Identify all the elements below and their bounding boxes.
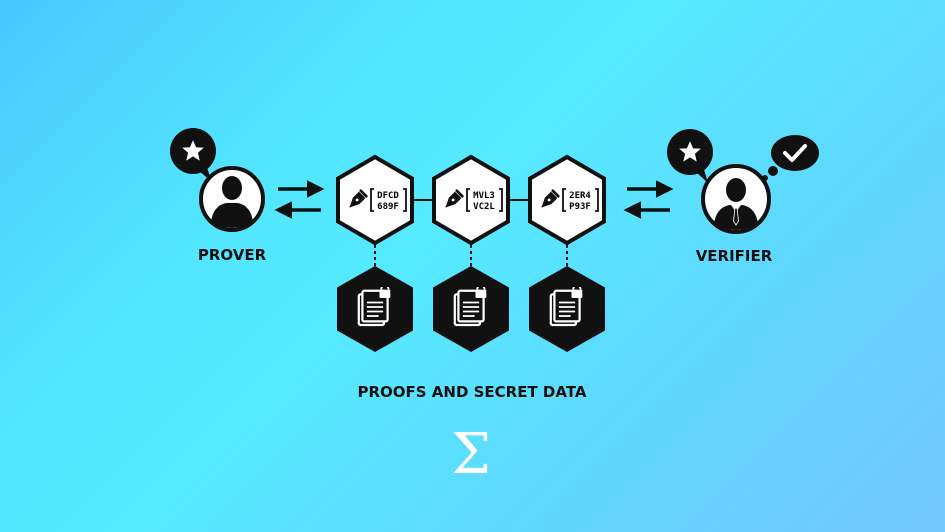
proof-hexagon: DFCD 689F [336,154,414,246]
caption: PROOFS AND SECRET DATA [357,383,586,401]
prover-arrows [274,180,325,219]
dashed-connectors [374,245,568,267]
user-icon [199,166,265,232]
prover-speech-bubble [170,128,216,182]
proof-code-line1: 2ER4 [569,191,591,201]
verifier-label: VERIFIER [696,247,773,265]
businessman-icon [701,164,771,234]
proof-hexagon: 2ER4 P93F [528,154,606,246]
sigma-logo: Σ [451,422,491,487]
locked-document-icon [357,287,392,327]
verifier-thought-bubble [762,135,819,181]
proof-code-line2: P93F [569,202,591,212]
secret-data-hexagon [337,266,413,352]
proof-hexagon: MVL3 VC2L [432,154,510,246]
secret-data-hexagon [529,266,605,352]
checkmark-icon [783,144,807,162]
prover-label: PROVER [198,246,267,264]
verifier-arrows [623,180,674,219]
verifier-speech-bubble [667,129,713,183]
proof-code-line2: 689F [377,202,399,212]
locked-document-icon [549,287,584,327]
verifier-group: VERIFIER [667,129,819,265]
proof-code-line2: VC2L [473,202,495,212]
locked-document-icon [453,287,488,327]
proof-code-line1: MVL3 [473,191,495,201]
secret-data-hexagon [433,266,509,352]
proof-code-line1: DFCD [377,191,399,201]
prover-group: PROVER [170,128,267,264]
